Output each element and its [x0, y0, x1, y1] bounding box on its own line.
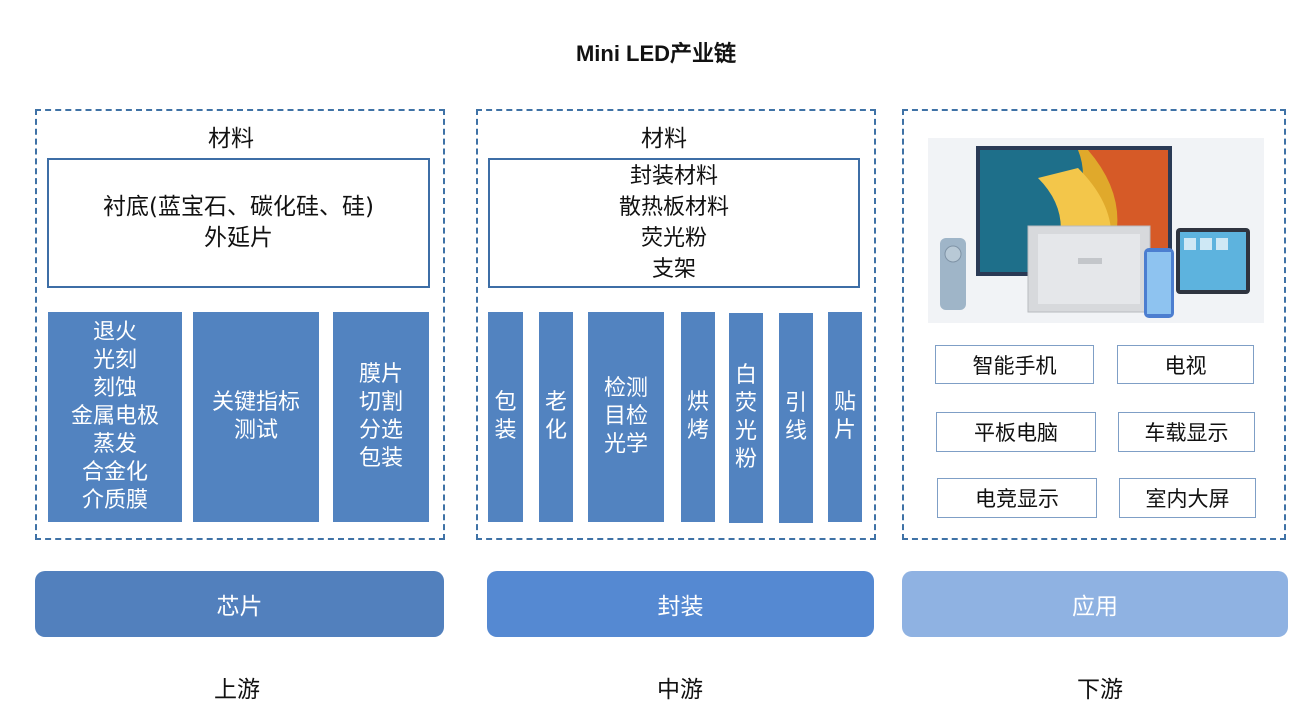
process-step: 包装 [494, 390, 517, 443]
process-step: 目检 [603, 404, 648, 429]
process-step: 贴片 [833, 390, 856, 443]
process-step: 烘烤 [686, 390, 709, 443]
upstream-process-column: 关键指标 测试 [193, 312, 319, 522]
process-step: 膜片 [358, 362, 403, 387]
upstream-process-column: 膜片 切割 分选 包装 [333, 312, 429, 522]
midstream-material-item: 封装材料 [629, 164, 718, 189]
upstream-material-label: 材料 [208, 126, 254, 152]
process-step: 刻蚀 [92, 376, 137, 401]
midstream-process-column: 老化 [539, 312, 573, 522]
application-item: 车载显示 [1118, 412, 1255, 452]
midstream-process-column: 引线 [779, 313, 813, 523]
process-step: 白荧光粉 [734, 363, 757, 472]
diagram-title: Mini LED产业链 [575, 41, 737, 66]
phone-image [1144, 248, 1174, 318]
application-item: 电视 [1117, 345, 1254, 384]
process-step: 介质膜 [81, 488, 148, 513]
application-item: 平板电脑 [936, 412, 1096, 452]
upstream-materials-box: 衬底(蓝宝石、碳化硅、硅) 外延片 [47, 158, 430, 288]
application-item: 电竞显示 [937, 478, 1097, 518]
midstream-process-column: 贴片 [828, 312, 862, 522]
midstream-materials-box: 封装材料 散热板材料 荧光粉 支架 [488, 158, 860, 288]
process-step: 分选 [358, 418, 403, 443]
process-step: 合金化 [81, 460, 148, 485]
process-step: 关键指标 [211, 390, 300, 415]
process-step: 退火 [92, 320, 137, 345]
application-item: 室内大屏 [1119, 478, 1256, 518]
stage-bar-midstream: 封装 [487, 571, 874, 637]
application-item: 智能手机 [935, 345, 1094, 384]
tablet-image [1176, 228, 1250, 294]
process-step: 检测 [603, 376, 648, 401]
process-step: 引线 [784, 391, 807, 444]
midstream-process-column: 烘烤 [681, 312, 715, 522]
upstream-material-item: 外延片 [204, 225, 273, 251]
stage-bar-upstream: 芯片 [35, 571, 444, 637]
process-step: 测试 [233, 418, 278, 443]
process-step: 金属电极 [70, 404, 159, 429]
midstream-process-column: 检测 目检 光学 [588, 312, 664, 522]
downstream-panel [902, 109, 1286, 540]
process-step: 光学 [603, 432, 648, 457]
process-step: 光刻 [92, 348, 137, 373]
phone-image [940, 238, 966, 310]
laptop-image [1027, 225, 1151, 313]
midstream-panel [476, 109, 876, 540]
process-step: 老化 [544, 390, 567, 443]
midstream-process-column: 白荧光粉 [729, 313, 763, 523]
display-products-image [928, 138, 1264, 323]
tier-label-midstream: 中游 [657, 677, 703, 703]
midstream-material-label: 材料 [641, 126, 687, 152]
stage-bar-downstream: 应用 [902, 571, 1288, 637]
process-step: 蒸发 [92, 432, 137, 457]
tier-label-upstream: 上游 [214, 677, 260, 703]
tier-label-downstream: 下游 [1077, 677, 1123, 703]
midstream-process-column: 包装 [488, 312, 523, 522]
upstream-material-item: 衬底(蓝宝石、碳化硅、硅) [103, 194, 374, 220]
midstream-material-item: 支架 [651, 257, 696, 282]
process-step: 包装 [358, 446, 403, 471]
upstream-panel [35, 109, 445, 540]
midstream-material-item: 荧光粉 [640, 226, 707, 251]
upstream-process-column: 退火 光刻 刻蚀 金属电极 蒸发 合金化 介质膜 [48, 312, 182, 522]
process-step: 切割 [358, 390, 403, 415]
midstream-material-item: 散热板材料 [618, 195, 729, 220]
